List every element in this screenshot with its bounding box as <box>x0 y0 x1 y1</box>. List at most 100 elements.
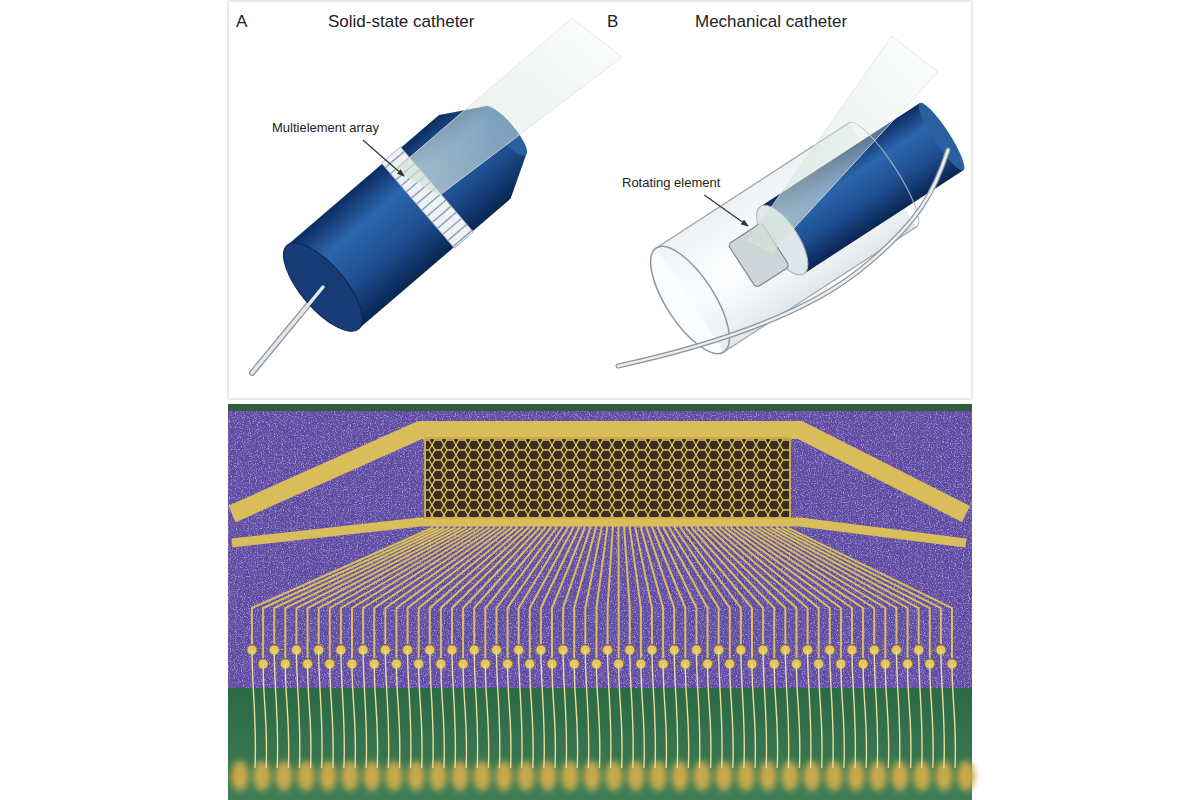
panel-title: Solid-state catheter <box>328 12 474 32</box>
bond-wire <box>385 650 388 768</box>
bond-wire <box>330 664 333 768</box>
leader-arrow <box>363 140 748 226</box>
gold-trace <box>658 518 696 644</box>
bond-wire <box>941 650 944 768</box>
gold-trace <box>508 518 562 658</box>
bond-wire <box>719 650 722 768</box>
bond-wire <box>908 664 911 768</box>
board-pad <box>561 761 579 791</box>
chip-edge <box>228 404 972 411</box>
bond-wire <box>819 664 822 768</box>
board-pad <box>231 761 249 791</box>
bond-wire <box>774 664 777 768</box>
bond-wire <box>541 650 544 768</box>
bond-wire <box>530 664 533 768</box>
board-pad <box>759 761 777 791</box>
callout-label: Rotating element <box>622 176 720 191</box>
solid-state-catheter <box>252 18 622 373</box>
gold-trace <box>641 518 663 658</box>
gold-trace <box>519 518 568 644</box>
bond-wire <box>274 650 277 768</box>
panel-frame <box>228 1 972 399</box>
board-pad <box>649 761 667 791</box>
bond-wire <box>341 650 344 768</box>
guidewire <box>300 287 323 315</box>
bond-wire <box>674 650 677 768</box>
drive-wire <box>618 150 948 366</box>
bond-wire <box>752 664 755 768</box>
array-element <box>453 230 472 246</box>
gold-trace <box>698 518 775 658</box>
gold-trace <box>396 518 505 658</box>
bond-wire <box>808 650 811 768</box>
bond-wire <box>374 664 377 768</box>
panel-letter: A <box>236 12 247 32</box>
bond-wire <box>252 650 255 768</box>
ultrasound-beam <box>748 36 938 252</box>
gold-trace <box>624 518 630 644</box>
board-pad <box>627 761 645 791</box>
bond-wire <box>685 664 688 768</box>
bond-wire <box>630 650 633 768</box>
gold-trace <box>617 518 619 658</box>
transducer-array <box>425 438 790 518</box>
gold-trace <box>754 518 885 658</box>
mechanical-catheter <box>618 36 982 366</box>
bond-wire <box>552 664 555 768</box>
gold-trace <box>777 518 930 658</box>
bond-wire <box>830 650 833 768</box>
bond-wire <box>930 664 933 768</box>
bond-wire <box>519 650 522 768</box>
board-pad <box>847 761 865 791</box>
chip-substrate <box>228 404 972 800</box>
bond-wire <box>652 650 655 768</box>
bond-wire <box>252 650 955 768</box>
gold-trace <box>647 518 674 644</box>
transducer-chip <box>228 404 975 800</box>
bond-wire <box>430 650 433 768</box>
gold-trace <box>608 518 613 644</box>
bond-wire <box>785 650 788 768</box>
bond-wire <box>474 650 477 768</box>
board-pad <box>671 761 689 791</box>
bond-wire <box>319 650 322 768</box>
bond-wire <box>663 664 666 768</box>
leader-arrow <box>363 140 404 176</box>
leader-arrow <box>704 195 748 226</box>
bond-wire <box>263 664 266 768</box>
catheter-face <box>271 231 376 343</box>
bond-wire <box>352 664 355 768</box>
bond-wire <box>363 650 366 768</box>
bond-wire <box>708 664 711 768</box>
chip-substrate <box>228 404 972 800</box>
gold-trace <box>341 518 477 644</box>
bond-wire <box>641 664 644 768</box>
board-pad <box>957 761 975 791</box>
bond-wire <box>952 664 955 768</box>
bond-wire <box>485 664 488 768</box>
bond-wire <box>419 664 422 768</box>
bond-wire <box>608 650 611 768</box>
gold-trace <box>765 518 907 658</box>
bond-wire <box>730 664 733 768</box>
guidewire <box>252 287 323 373</box>
bond-wire <box>441 664 444 768</box>
bond-wire <box>796 664 799 768</box>
board-pad <box>737 761 755 791</box>
gold-trace <box>692 518 763 644</box>
guidewire <box>252 287 323 373</box>
bond-wire <box>863 664 866 768</box>
board-pad <box>231 761 975 791</box>
panel-title: Mechanical catheter <box>695 12 847 32</box>
bond-wire <box>885 664 888 768</box>
bond-wire <box>463 664 466 768</box>
bond-wire <box>874 650 877 768</box>
board-pad <box>385 761 403 791</box>
bond-wire <box>308 664 311 768</box>
bond-pad <box>247 645 957 669</box>
board-pad <box>781 761 799 791</box>
gold-trace <box>686 518 752 658</box>
board-pad <box>825 761 843 791</box>
bond-wire <box>763 650 766 768</box>
bond-wire <box>841 664 844 768</box>
